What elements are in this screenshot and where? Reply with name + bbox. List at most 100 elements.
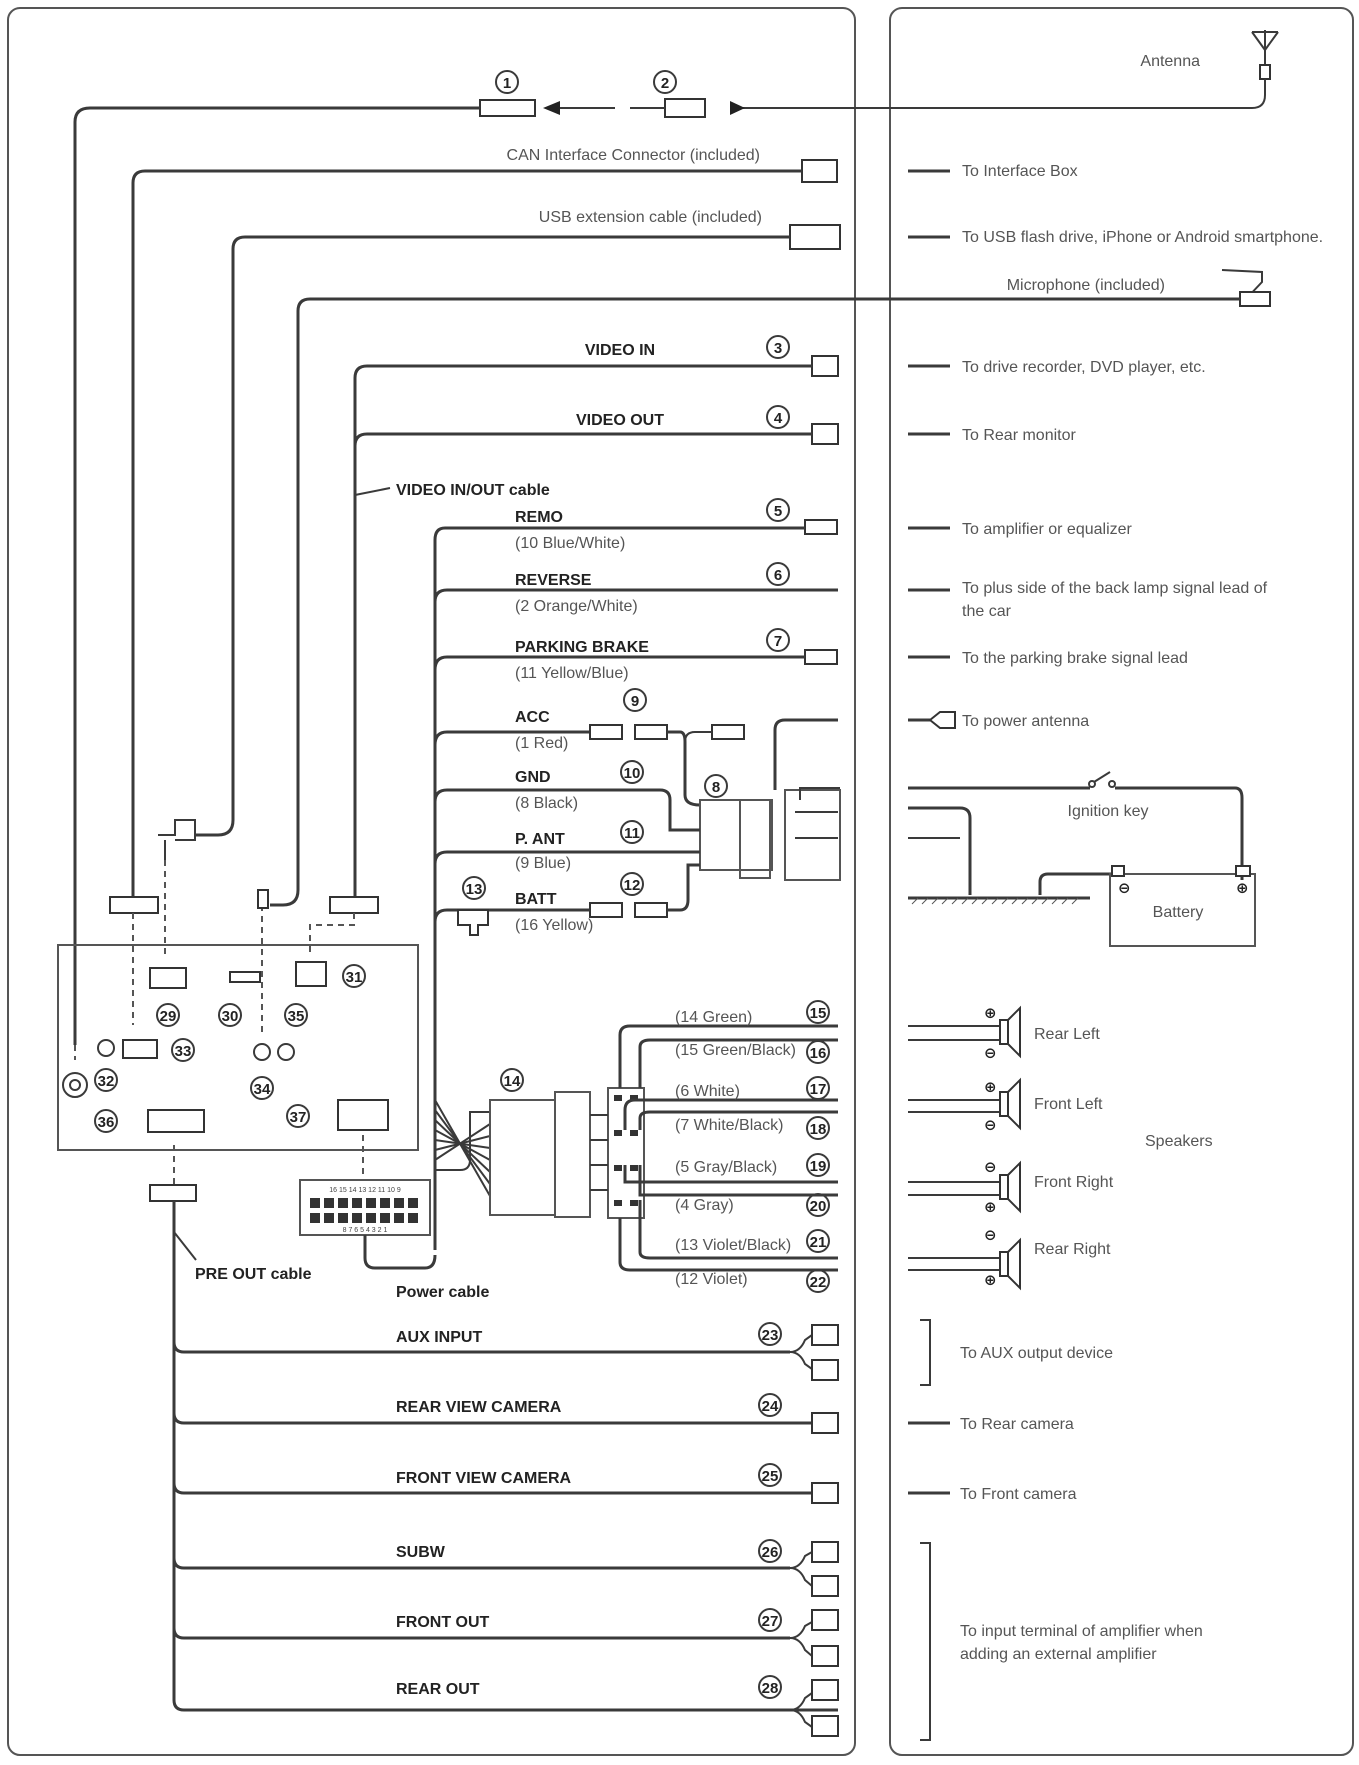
- callout-10-ring: [620, 760, 644, 784]
- callout-14-ring: [500, 1068, 524, 1092]
- callout-10: 10: [624, 765, 641, 782]
- callout-7-ring: [766, 628, 790, 652]
- ignition-switch-icon: [908, 771, 1244, 880]
- callout-26-ring: [758, 1539, 782, 1563]
- power-antenna-connector: [928, 711, 956, 729]
- callout-37-ring: [286, 1104, 310, 1128]
- callout-24: 24: [762, 1398, 779, 1415]
- reverse-wire: [433, 588, 838, 603]
- fl-plus: ⊕: [984, 1079, 997, 1096]
- callout-14: 14: [504, 1073, 521, 1090]
- speaker-fl-label: Front Left: [1034, 1096, 1103, 1113]
- callout-13: 13: [466, 881, 483, 898]
- batt-wire-2: [667, 863, 700, 912]
- rearout-label: REAR OUT: [396, 1681, 480, 1698]
- usb-connector: [789, 224, 841, 250]
- microphone-icon: [1221, 269, 1271, 307]
- aux-rca-r: [811, 1359, 839, 1381]
- callout-15-ring: [806, 1000, 830, 1024]
- wire-21-label: (13 Violet/Black): [675, 1237, 791, 1254]
- callout-35-ring: [284, 1003, 308, 1027]
- callout-5-ring: [766, 498, 790, 522]
- frontout-split: [789, 1621, 813, 1657]
- parking-label: PARKING BRAKE: [515, 639, 649, 656]
- parking-dest: To the parking brake signal lead: [962, 650, 1188, 667]
- right-panel: [889, 7, 1354, 1756]
- speaker-rear-left-icon: [908, 1005, 1021, 1059]
- frontout-label: FRONT OUT: [396, 1614, 490, 1631]
- aux-dest: To AUX output device: [960, 1345, 1113, 1362]
- parking-sub: (11 Yellow/Blue): [515, 665, 629, 682]
- callout-19-ring: [806, 1153, 830, 1177]
- wire-18-label: (7 White/Black): [675, 1117, 783, 1134]
- callout-3: 3: [774, 340, 782, 357]
- amp-dest-2: adding an external amplifier: [960, 1646, 1157, 1663]
- videoinout-label: VIDEO IN/OUT cable: [396, 482, 550, 499]
- gnd-wire: [433, 788, 700, 832]
- callout-1-ring: [495, 70, 519, 94]
- callout-4-ring: [766, 405, 790, 429]
- gnd-sub: (8 Black): [515, 795, 578, 812]
- callout-32-ring: [94, 1068, 118, 1092]
- videoinout-plug: [329, 896, 379, 914]
- subw-rca-r: [811, 1575, 839, 1597]
- harness-block-a: [699, 799, 773, 871]
- callout-27-ring: [758, 1608, 782, 1632]
- frontcam-dest: To Front camera: [960, 1486, 1077, 1503]
- callout-25-ring: [758, 1463, 782, 1487]
- pant-label: P. ANT: [515, 831, 565, 848]
- preout-leader: [173, 1231, 197, 1261]
- rearcam-rca: [811, 1412, 839, 1434]
- callout-23: 23: [762, 1327, 779, 1344]
- rr-plus: ⊕: [984, 1272, 997, 1289]
- callout-20-ring: [806, 1193, 830, 1217]
- subw-rca-l: [811, 1541, 839, 1563]
- callout-36: 36: [98, 1114, 115, 1131]
- frontcam-label: FRONT VIEW CAMERA: [396, 1470, 572, 1487]
- reverse-dest: To plus side of the back lamp signal lea…: [962, 580, 1268, 597]
- remo-sub: (10 Blue/White): [515, 535, 625, 552]
- callout-21: 21: [810, 1234, 827, 1251]
- callout-33-ring: [171, 1038, 195, 1062]
- frontcam-rca: [811, 1482, 839, 1504]
- rearout-rca-l: [811, 1679, 839, 1701]
- gnd-label: GND: [515, 769, 551, 786]
- battery-plus: ⊕: [1236, 880, 1249, 897]
- wire-22-label: (12 Violet): [675, 1271, 748, 1288]
- subw-split: [789, 1551, 813, 1587]
- antenna-adapter: [73, 98, 745, 1045]
- acc-sub: (1 Red): [515, 735, 568, 752]
- acc-fuse-c: [711, 724, 745, 740]
- acc-label: ACC: [515, 709, 550, 726]
- speaker-connector-b: [554, 1091, 591, 1218]
- reverse-label: REVERSE: [515, 572, 592, 589]
- callout-6-ring: [766, 562, 790, 586]
- wire-19-label: (5 Gray/Black): [675, 1159, 777, 1176]
- subw-label: SUBW: [396, 1544, 446, 1561]
- videoinout-leader: [354, 487, 391, 496]
- ground-wire-a: [908, 806, 972, 895]
- callout-13-ring: [462, 876, 486, 900]
- callout-2: 2: [661, 75, 669, 92]
- rl-minus: ⊖: [984, 1045, 997, 1062]
- speaker-connector-c: [607, 1087, 645, 1219]
- fuse-holder-icon: [457, 909, 489, 936]
- battery-minus: ⊖: [1118, 880, 1131, 897]
- video-in-label: VIDEO IN: [585, 342, 655, 359]
- callout-11-ring: [620, 820, 644, 844]
- can-plug: [109, 896, 159, 914]
- callout-24-ring: [758, 1393, 782, 1417]
- callout-1: 1: [503, 75, 511, 92]
- speaker-rl-label: Rear Left: [1034, 1026, 1100, 1043]
- aux-split: [789, 1334, 813, 1370]
- wire-17-label: (6 White): [675, 1083, 740, 1100]
- callout-15: 15: [810, 1005, 827, 1022]
- callout-34: 34: [254, 1081, 271, 1098]
- jack-32-icon: [97, 1039, 115, 1057]
- battery-neg-terminal: [1111, 865, 1125, 877]
- video-in-dest: To drive recorder, DVD player, etc.: [962, 359, 1206, 376]
- rearcam-wire: [172, 1412, 812, 1425]
- batt-label: BATT: [515, 891, 557, 908]
- pant-wire: [433, 850, 700, 865]
